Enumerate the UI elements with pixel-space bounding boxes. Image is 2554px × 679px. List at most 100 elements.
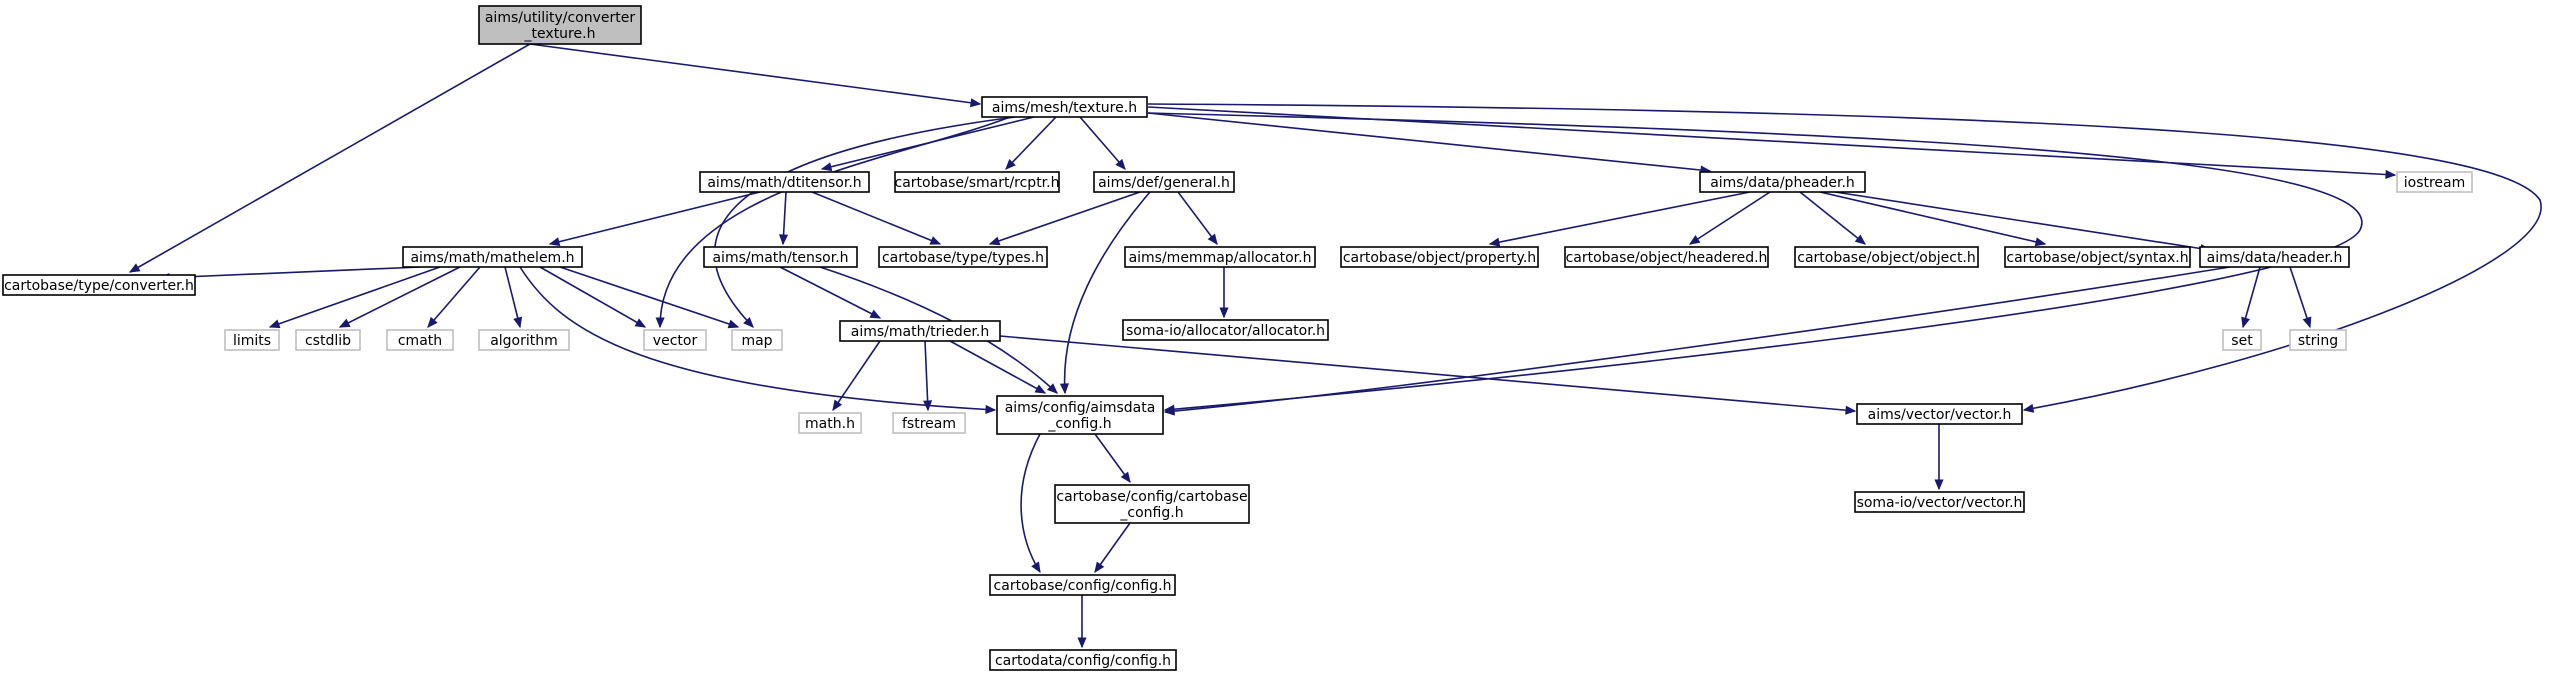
edge-trieder-to-vectorh [999, 335, 1857, 415]
edge-arrowhead [2302, 316, 2312, 329]
edge-arrowhead [929, 236, 942, 245]
node-label: map [741, 333, 772, 349]
edge-pheader-to-header [1834, 191, 2212, 254]
edge-line [1177, 191, 1218, 245]
edge-texture-to-vector [655, 116, 1011, 329]
edge-line [1063, 191, 1151, 394]
node-label: aims/math/tensor.h [712, 250, 848, 266]
edge-arrowhead [988, 236, 1001, 246]
node-rcptr[interactable]: cartobase/smart/rcptr.h [894, 171, 1060, 193]
node-general[interactable]: aims/def/general.h [1093, 171, 1235, 193]
edge-line [2289, 266, 2311, 328]
edge-trieder-to-fstream [923, 340, 933, 412]
node-box [2289, 329, 2347, 351]
edge-arrowhead [655, 317, 665, 329]
node-label: cartobase/config/config.h [994, 578, 1172, 594]
node-headered[interactable]: cartobase/object/headered.h [1564, 246, 1769, 268]
edge-arrowhead [832, 399, 843, 412]
edge-line [519, 266, 996, 411]
node-syntax[interactable]: cartobase/object/syntax.h [2004, 246, 2191, 268]
edge-arrowhead [1115, 158, 1126, 170]
edge-pheader-to-property [1488, 191, 1751, 247]
node-vector: vector [643, 329, 707, 351]
node-types[interactable]: cartobase/type/types.h [878, 246, 1048, 268]
node-texture[interactable]: aims/mesh/texture.h [981, 96, 1148, 118]
node-mathelem[interactable]: aims/math/mathelem.h [402, 246, 583, 268]
node-dtitensor[interactable]: aims/math/dtitensor.h [699, 171, 870, 193]
edge-pheader-to-syntax [1819, 191, 2047, 247]
edge-mathelem-to-aimsdata [519, 266, 997, 415]
edge-arrowhead [2385, 169, 2397, 180]
node-label: aims/utility/converter [485, 10, 636, 26]
edge-vectorh-to-somavector [1934, 424, 1944, 491]
node-cmath: cmath [386, 329, 454, 351]
node-box [2199, 246, 2350, 268]
edge-line [1079, 116, 1126, 170]
edge-line [1489, 191, 1751, 245]
node-cartocfg[interactable]: cartobase/config/cartobase_config.h [1054, 484, 1250, 524]
node-label: cartobase/object/headered.h [1566, 250, 1768, 266]
node-label: aims/mesh/texture.h [992, 100, 1137, 116]
edge-line [1094, 522, 1131, 573]
node-box [981, 96, 1148, 118]
node-label: _texture.h [524, 26, 596, 42]
node-box [224, 329, 280, 351]
node-pheader[interactable]: aims/data/pheader.h [1699, 171, 1866, 193]
edge-arrowhead [1488, 237, 1501, 247]
node-label: _config.h [1047, 416, 1111, 432]
edge-arrowhead [727, 319, 740, 329]
edge-aimsdata-to-config [1020, 433, 1041, 574]
node-config[interactable]: cartobase/config/config.h [989, 574, 1176, 596]
edge-arrowhead [1059, 383, 1069, 395]
node-somaalloc[interactable]: soma-io/allocator/allocator.h [1122, 319, 1329, 341]
node-box [1854, 491, 2025, 513]
node-somavector[interactable]: soma-io/vector/vector.h [1854, 491, 2025, 513]
edge-line [539, 266, 646, 328]
edge-arrowhead [1077, 637, 1087, 649]
node-label: aims/vector/vector.h [1868, 407, 2012, 423]
node-limits: limits [224, 329, 280, 351]
edge-arrowhead [1934, 479, 1944, 491]
node-box [478, 329, 570, 351]
edge-arrowhead [1005, 158, 1016, 170]
node-allocator[interactable]: aims/memmap/allocator.h [1124, 246, 1316, 268]
edge-line [1819, 191, 2046, 245]
edge-line [1147, 112, 1711, 172]
node-box [1093, 171, 1235, 193]
edge-header-to-string [2289, 266, 2312, 329]
node-tensor[interactable]: aims/math/tensor.h [703, 246, 858, 268]
node-aimsdata[interactable]: aims/config/aimsdata_config.h [996, 395, 1164, 435]
edge-general-to-aimsdata [1059, 191, 1151, 395]
node-object[interactable]: cartobase/object/object.h [1794, 246, 1979, 268]
edge-tensor-to-trieder [779, 266, 882, 319]
edge-line [779, 266, 881, 319]
edge-arrowhead [743, 316, 754, 328]
node-property[interactable]: cartobase/object/property.h [1340, 246, 1539, 268]
node-converter[interactable]: cartobase/type/converter.h [2, 274, 196, 296]
edge-line [811, 191, 941, 245]
node-box [731, 329, 783, 351]
edge-line [529, 43, 981, 105]
node-cartodata[interactable]: cartodata/config/config.h [989, 649, 1177, 671]
node-header[interactable]: aims/data/header.h [2199, 246, 2350, 268]
node-trieder[interactable]: aims/math/trieder.h [839, 320, 1001, 342]
edge-arrowhead [1845, 405, 1857, 415]
edge-mathelem-to-limits [268, 266, 441, 329]
node-label: string [2298, 333, 2338, 349]
edge-arrowhead [1034, 384, 1047, 394]
edge-arrowhead [1120, 471, 1131, 484]
edge-line [339, 266, 461, 328]
edge-arrowhead [1207, 233, 1218, 246]
node-iostream: iostream [2396, 171, 2473, 193]
edge-mathelem-to-cstdlib [338, 266, 461, 328]
node-root[interactable]: aims/utility/converter_texture.h [478, 5, 642, 45]
edge-mathelem-to-cmath [427, 266, 481, 328]
node-box [2, 274, 196, 296]
node-vectorh[interactable]: aims/vector/vector.h [1856, 403, 2023, 425]
edge-arrowhead [513, 316, 523, 329]
edge-line [1147, 106, 2396, 176]
edge-line [559, 266, 739, 328]
edge-line [999, 335, 1856, 412]
edge-line [1834, 191, 2211, 251]
node-label: aims/def/general.h [1098, 175, 1230, 191]
